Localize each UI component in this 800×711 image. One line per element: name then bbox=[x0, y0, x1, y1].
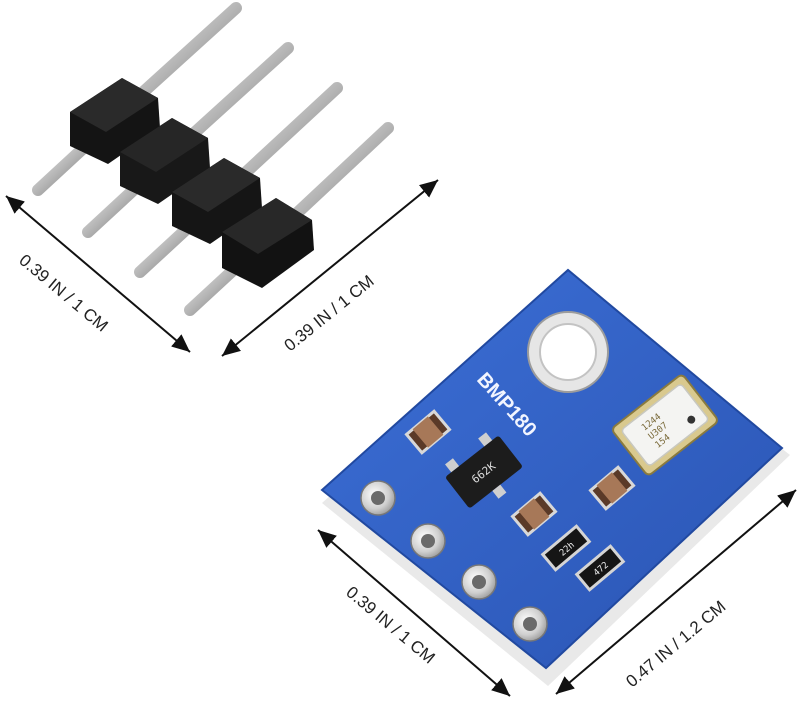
solder-pad bbox=[512, 606, 548, 642]
capacitor bbox=[404, 409, 452, 455]
header-body bbox=[70, 78, 314, 288]
pressure-sensor-chip: 1244 U307 154 bbox=[612, 374, 718, 476]
capacitor bbox=[510, 491, 558, 537]
solder-pad bbox=[461, 564, 497, 600]
dimension-label: 0.39 IN / 1 CM bbox=[15, 251, 111, 336]
regulator-chip: 662K bbox=[445, 432, 522, 508]
dimension-label: 0.39 IN / 1 CM bbox=[281, 271, 378, 355]
solder-pad bbox=[360, 480, 396, 516]
solder-pad bbox=[410, 523, 446, 559]
dimension-label: 0.47 IN / 1.2 CM bbox=[622, 597, 729, 691]
dimension-label: 0.39 IN / 1 CM bbox=[342, 583, 438, 668]
mounting-hole bbox=[527, 311, 609, 393]
